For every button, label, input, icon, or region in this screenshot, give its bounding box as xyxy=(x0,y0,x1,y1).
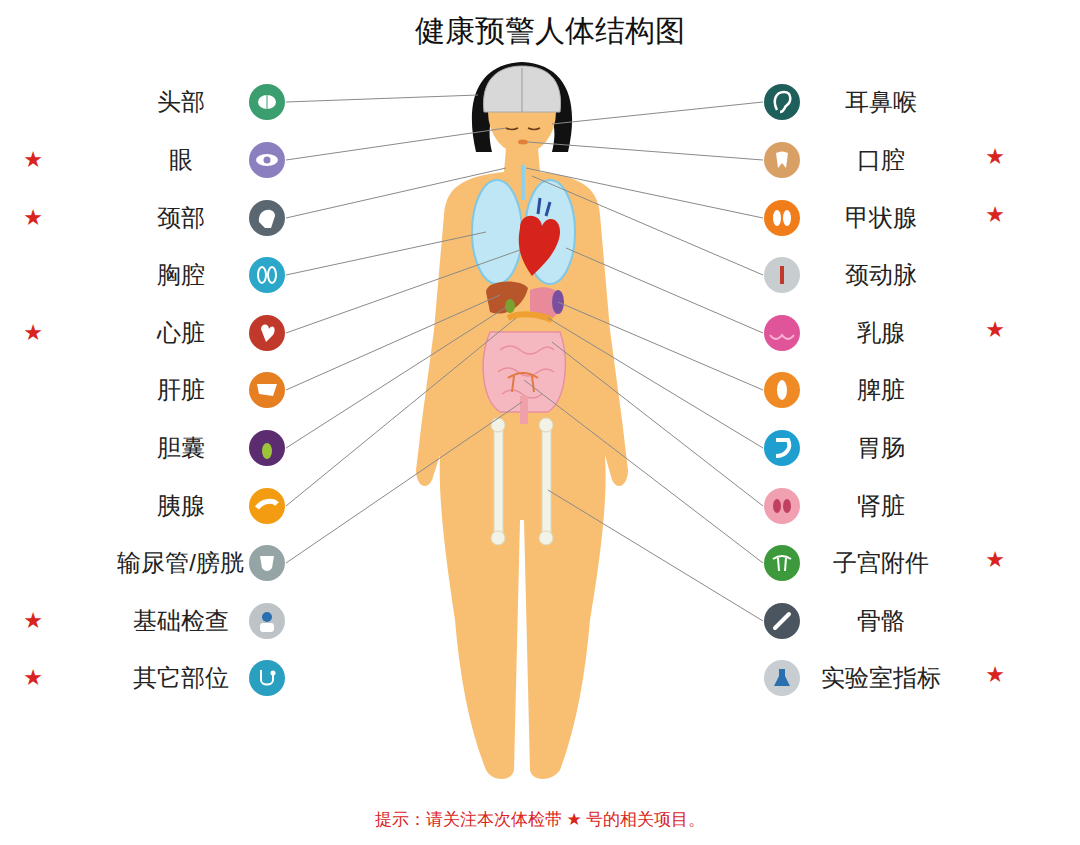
title: 健康预警人体结构图 xyxy=(415,14,685,47)
part-name: 肝脏 xyxy=(157,377,205,403)
leader-lines xyxy=(286,95,763,621)
star-mark: ★ xyxy=(23,321,43,345)
icons xyxy=(249,84,800,696)
star-mark: ★ xyxy=(985,548,1005,572)
part-name: 头部 xyxy=(157,89,205,115)
part-name: 甲状腺 xyxy=(845,205,917,231)
part-name: 基础检查 xyxy=(133,608,229,634)
part-name: 胸腔 xyxy=(157,262,205,288)
part-name: 脾脏 xyxy=(857,377,905,403)
part-name: 颈动脉 xyxy=(845,262,917,288)
part-name: 心脏 xyxy=(157,320,205,346)
star-mark: ★ xyxy=(23,609,43,633)
star-mark: ★ xyxy=(985,663,1005,687)
part-name: 骨骼 xyxy=(857,608,905,634)
part-name: 实验室指标 xyxy=(821,665,941,691)
part-name: 颈部 xyxy=(157,205,205,231)
part-name: 胆囊 xyxy=(157,435,205,461)
star-mark: ★ xyxy=(23,148,43,172)
part-name: 子宫附件 xyxy=(833,550,929,576)
star-mark: ★ xyxy=(23,206,43,230)
star-mark: ★ xyxy=(985,203,1005,227)
star-mark: ★ xyxy=(985,145,1005,169)
body-figure xyxy=(416,62,628,779)
caption: 提示：请关注本次体检带 ★ 号的相关项目。 xyxy=(375,811,706,830)
part-name: 口腔 xyxy=(857,147,905,173)
part-name: 胰腺 xyxy=(157,493,205,519)
part-name: 其它部位 xyxy=(133,665,229,691)
part-name: 输尿管/膀胱 xyxy=(117,550,244,576)
part-name: 胃肠 xyxy=(857,435,905,461)
part-name: 眼 xyxy=(169,147,193,173)
part-name: 肾脏 xyxy=(857,493,905,519)
star-mark: ★ xyxy=(985,318,1005,342)
part-name: 耳鼻喉 xyxy=(845,89,917,115)
star-mark: ★ xyxy=(23,666,43,690)
part-name: 乳腺 xyxy=(857,320,905,346)
